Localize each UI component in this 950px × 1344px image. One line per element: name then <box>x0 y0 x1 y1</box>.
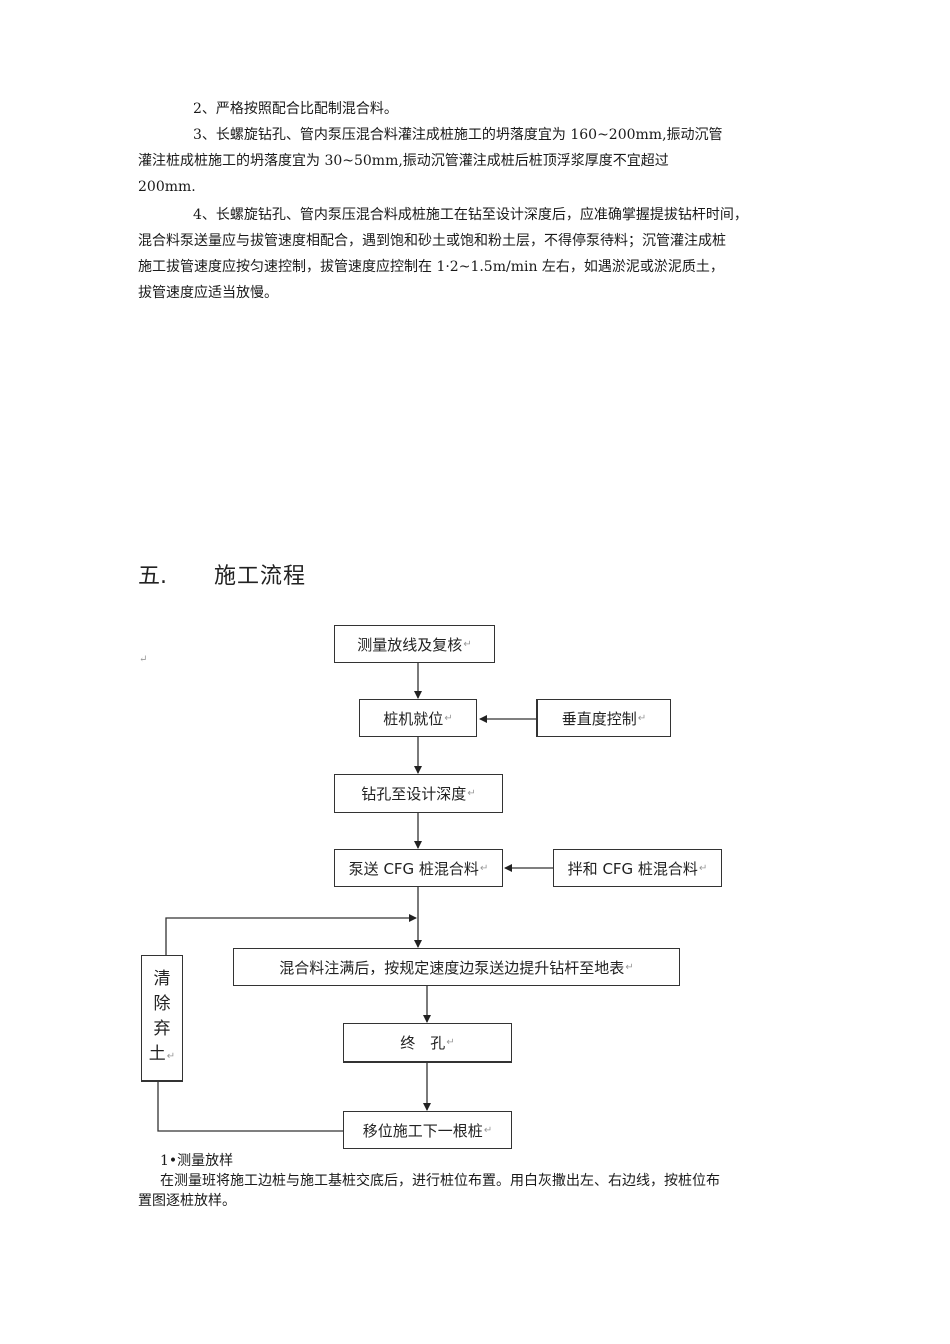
return-mark-icon: ↵ <box>463 638 472 650</box>
return-mark-icon: ↵ <box>444 712 453 724</box>
step-pump: 泵送 CFG 桩混合料↵ <box>334 849 503 887</box>
subsection-body-line-2: 置图逐桩放样。 <box>138 1193 236 1209</box>
step-clear-soil-char: 清 <box>153 969 171 989</box>
step-mix-label: 拌和 CFG 桩混合料 <box>567 859 698 878</box>
section-number: 五. <box>138 564 167 589</box>
paragraph-item-3-line-1: 3、长螺旋钻孔、管内泵压混合料灌注成桩施工的坍落度宜为 160~200mm,振动… <box>193 127 723 143</box>
return-mark-icon: ↵ <box>637 712 647 724</box>
return-mark-icon: ↵ <box>483 1124 493 1136</box>
paragraph-item-4-line-3: 施工拔管速度应按匀速控制，拔管速度应控制在 1·2~1.5m/min 左右，如遇… <box>138 259 724 275</box>
return-mark-icon: ↵ <box>446 1037 455 1048</box>
paragraph-item-3-line-3: 200mm. <box>138 179 196 195</box>
step-pump-label: 泵送 CFG 桩混合料 <box>348 859 479 878</box>
section-title: 施工流程 <box>214 564 307 589</box>
step-lift-label: 混合料注满后，按规定速度边泵送边提升钻杆至地表 <box>279 958 625 977</box>
step-survey-label: 测量放线及复核 <box>357 635 463 654</box>
step-move-next-label: 移位施工下一根桩 <box>362 1121 483 1140</box>
step-mix: 拌和 CFG 桩混合料↵ <box>553 849 722 887</box>
return-mark-icon: ↵ <box>467 788 476 799</box>
step-position-label: 桩机就位 <box>383 709 444 728</box>
step-end-hole: 终 孔↵ <box>343 1023 512 1063</box>
step-clear-soil-char: 土 <box>148 1044 166 1064</box>
paragraph-item-4-line-4: 拔管速度应适当放慢。 <box>138 285 278 301</box>
paragraph-item-2: 2、严格按照配合比配制混合料。 <box>193 101 398 117</box>
step-clear-soil-char: 弃 <box>153 1019 171 1039</box>
step-position: 桩机就位↵ <box>359 699 477 737</box>
step-clear-soil-char: 除 <box>153 994 171 1014</box>
return-mark-icon: ↵ <box>479 862 489 874</box>
step-drill-label: 钻孔至设计深度 <box>361 785 467 803</box>
step-end-hole-label: 终 孔 <box>400 1034 446 1052</box>
subsection-body-line-1: 在测量班将施工边桩与施工基桩交底后，进行桩位布置。用白灰撒出左、右边线，按桩位布 <box>160 1173 720 1189</box>
step-survey: 测量放线及复核↵ <box>334 625 495 663</box>
step-verticality-label: 垂直度控制 <box>561 709 637 728</box>
paragraph-item-4-line-1: 4、长螺旋钻孔、管内泵压混合料成桩施工在钻至设计深度后，应准确掌握提拔钻杆时间， <box>193 207 748 223</box>
step-move-next: 移位施工下一根桩↵ <box>343 1111 512 1149</box>
step-lift: 混合料注满后，按规定速度边泵送边提升钻杆至地表↵ <box>233 948 680 986</box>
return-mark-icon: ↵ <box>625 961 634 973</box>
paragraph-mark-icon: ↵ <box>139 654 148 665</box>
return-mark-icon: ↵ <box>698 862 708 874</box>
step-drill: 钻孔至设计深度↵ <box>334 774 503 813</box>
paragraph-item-3-line-2: 灌注桩成桩施工的坍落度宜为 30~50mm,振动沉管灌注成桩后桩顶浮浆厚度不宜超… <box>138 153 669 169</box>
step-clear-soil: 清 除 弃 土↵ <box>141 955 183 1082</box>
step-verticality: 垂直度控制↵ <box>536 699 671 737</box>
subsection-title: 1•测量放样 <box>160 1153 234 1169</box>
paragraph-item-4-line-2: 混合料泵送量应与拔管速度相配合，遇到饱和砂土或饱和粉土层，不得停泵待料；沉管灌注… <box>138 233 726 249</box>
return-mark-icon: ↵ <box>166 1051 176 1062</box>
